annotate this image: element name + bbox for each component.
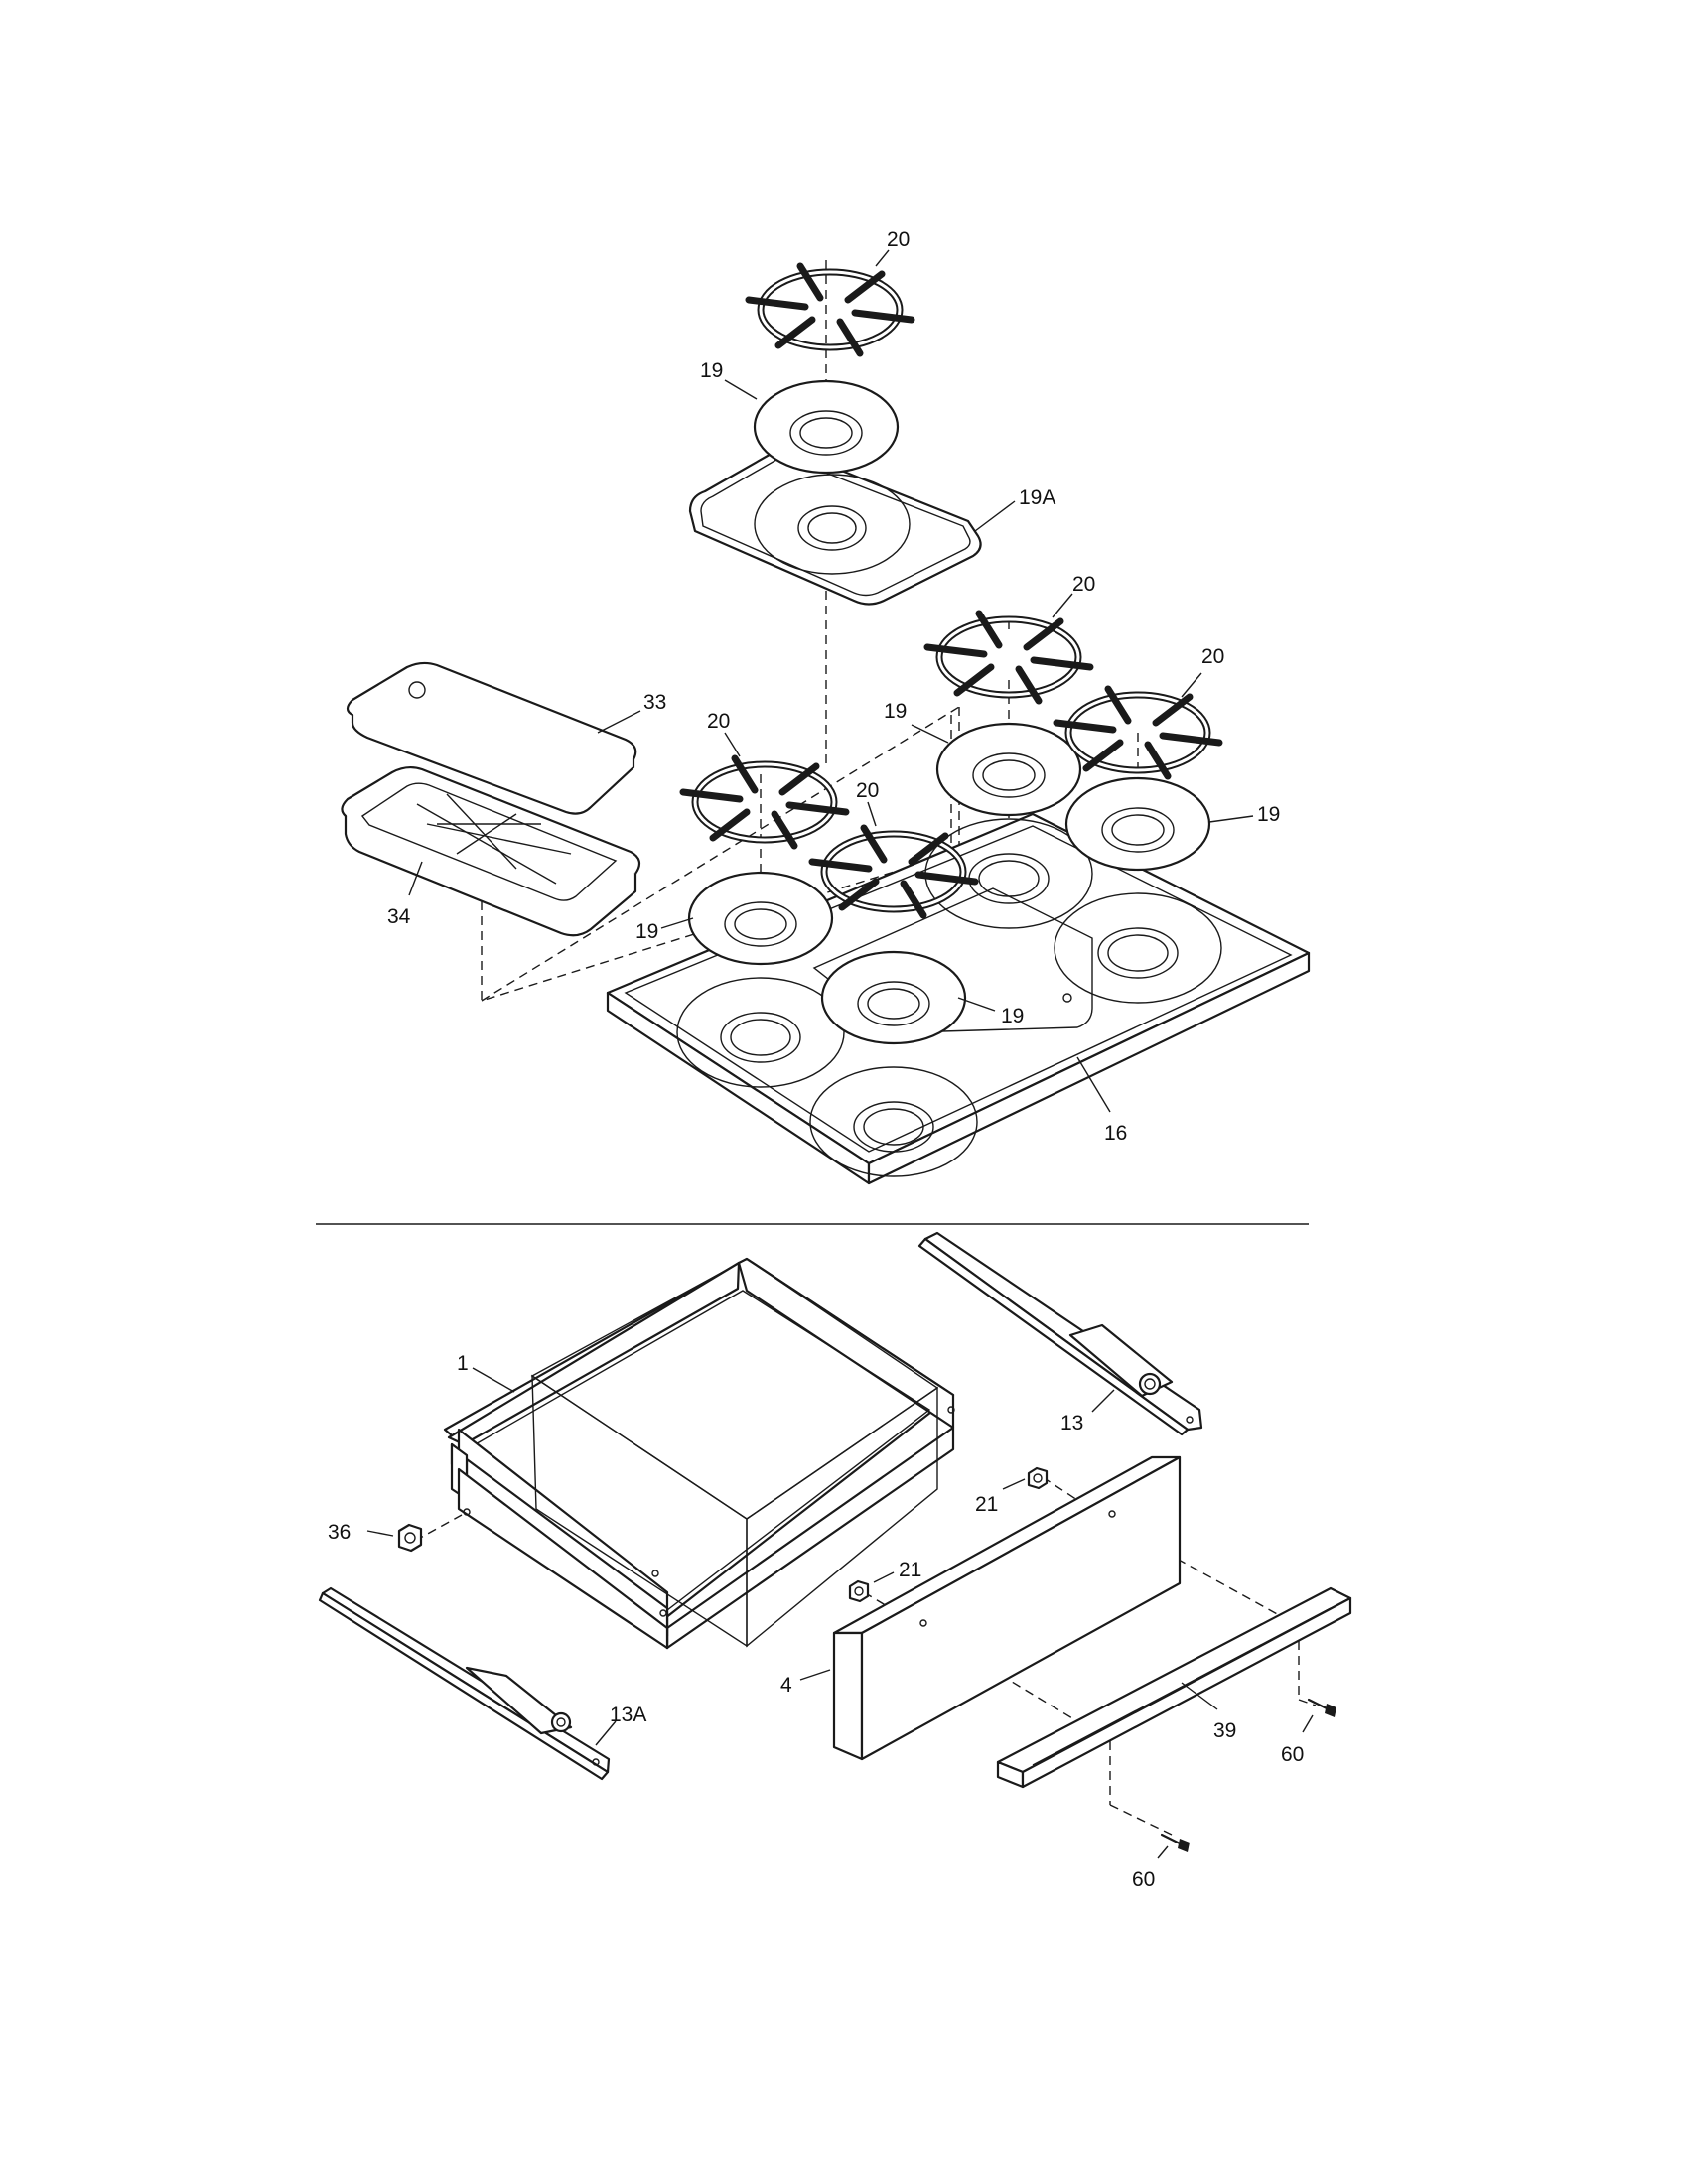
drawer-rail-13 [917,1231,1203,1436]
label-19-right-back: 19 [884,700,907,723]
callout-grate-20-right-rear: 20 [1181,645,1224,698]
callout-grate-20-left-front: 20 [707,710,741,757]
label-20-center-front: 20 [856,779,879,802]
label-13a: 13A [610,1704,646,1726]
burner-cap-19-center-front [820,950,967,1045]
callout-screw-60-upper: 60 [1281,1714,1314,1766]
callout-nut-21-lower: 21 [873,1559,921,1583]
callout-front-4: 4 [780,1669,831,1697]
callout-cap-19-right-rear: 19 [1208,803,1280,826]
callout-cooktop-16: 16 [1076,1056,1127,1145]
label-60-upper: 60 [1281,1743,1304,1766]
grate-20-left-front [679,754,850,850]
label-20-left-front: 20 [707,710,730,733]
screw-60-upper [1307,1698,1336,1717]
drawer-1 [443,1257,955,1650]
label-13: 13 [1060,1412,1083,1434]
label-36: 36 [328,1521,351,1544]
label-34: 34 [387,905,411,928]
label-19-left-front: 19 [635,920,658,943]
griddle-lid-33 [346,661,637,815]
label-4: 4 [780,1674,792,1697]
label-20-top: 20 [887,228,910,251]
label-60-lower: 60 [1132,1868,1155,1891]
callout-grate-20-top: 20 [875,228,910,267]
nut-21-upper [1027,1466,1049,1490]
callout-handle-39: 39 [1181,1682,1236,1742]
callout-lid-33: 33 [597,691,666,734]
nut-36 [397,1523,423,1553]
callout-cap-19-left-front: 19 [635,917,694,943]
label-21-upper: 21 [975,1493,998,1516]
grate-20-right-back [923,610,1094,705]
griddle-tray-34 [341,765,641,937]
label-20-right-rear: 20 [1201,645,1224,668]
callout-drawer-1: 1 [457,1352,515,1393]
burner-cap-19-left-front [687,871,834,966]
burner-cap-19-top [753,379,900,475]
callout-screw-60-lower: 60 [1132,1845,1169,1891]
callout-rail-13a: 13A [595,1704,646,1746]
label-19-right-rear: 19 [1257,803,1280,826]
screw-60-lower [1160,1833,1190,1852]
callout-rail-13: 13 [1060,1389,1115,1434]
grate-20-center-front [808,824,979,919]
callout-nut-21-upper: 21 [975,1478,1026,1516]
grate-20-right-rear [1053,685,1223,780]
drawer-handle-39 [996,1586,1352,1789]
nut-21-lower [848,1579,870,1603]
callout-cap-19-center-front: 19 [957,997,1024,1027]
label-16: 16 [1104,1122,1127,1145]
callout-grate-20-right-back: 20 [1052,573,1095,618]
label-19-center-front: 19 [1001,1005,1024,1027]
label-21-lower: 21 [899,1559,921,1581]
label-19-top: 19 [700,359,723,382]
label-39: 39 [1213,1719,1236,1742]
callout-cap-19-top: 19 [700,359,758,400]
label-20-right-back: 20 [1072,573,1095,596]
drawer-front-4 [832,1455,1182,1761]
callout-tray-34: 34 [387,861,423,928]
label-1: 1 [457,1352,469,1375]
burner-cap-19-right-back [935,722,1082,817]
callout-nut-36: 36 [328,1521,394,1544]
callout-cap-19-right-back: 19 [884,700,949,744]
burner-cap-19-right-rear [1064,776,1211,872]
callout-grate-20-center-front: 20 [856,779,879,827]
grate-20-top [745,262,915,357]
drawer-rail-13a [318,1586,611,1781]
label-33: 33 [643,691,666,714]
label-19a: 19A [1019,486,1055,509]
callout-pan-19a: 19A [974,486,1055,532]
